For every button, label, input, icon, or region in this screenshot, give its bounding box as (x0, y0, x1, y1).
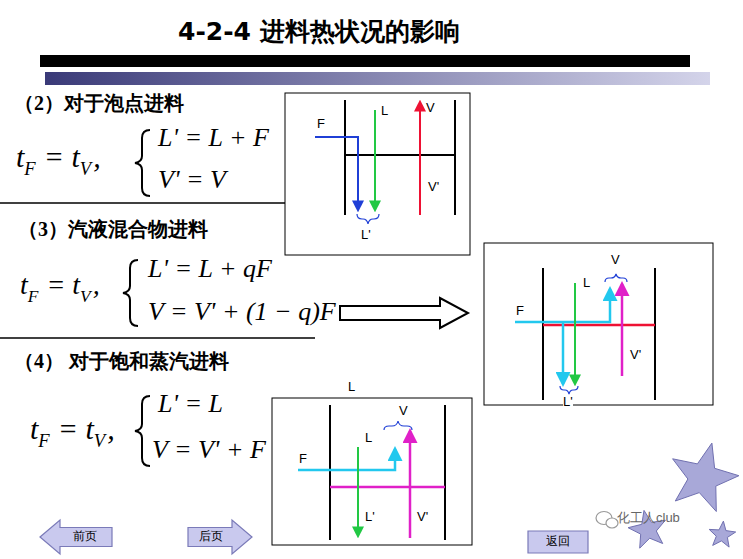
equation-term: = t (46, 270, 80, 301)
stream-label: V (426, 101, 435, 115)
equation-term: , (93, 270, 100, 301)
stream-label: F (516, 304, 524, 318)
stream-label: F (299, 452, 307, 466)
stream-label: L (583, 276, 590, 290)
nav-button: 后页 (188, 520, 252, 554)
equation-term: V' = V (158, 166, 226, 195)
stream-label: F (317, 117, 325, 131)
watermark-icon (596, 512, 618, 529)
equation-row: tF= tV, (20, 270, 100, 301)
stream-label: V' (630, 348, 641, 362)
header-gradient-bar (45, 72, 710, 85)
stream-label: V (399, 404, 408, 418)
stream-label: L' (365, 510, 375, 524)
watermark: 化工人club (617, 511, 680, 525)
slide-title: 4-2-4 进料热状况的影响 (178, 18, 460, 46)
equation-term: t (16, 140, 24, 173)
stream-label: V (611, 253, 620, 267)
equation-term: t (20, 270, 28, 301)
equation-brace (135, 396, 150, 466)
subscript: V (80, 287, 91, 306)
equation-term: = t (58, 412, 94, 445)
stream-label: L (381, 104, 388, 118)
section-heading: （2）对于泡点进料 (14, 92, 184, 114)
equation-term: L' = L + F (158, 124, 269, 153)
divider-line (0, 202, 285, 204)
equation-term: V = V' + (1 − q)F (148, 298, 336, 327)
subscript: F (38, 431, 49, 451)
section-heading: （4） 对于饱和蒸汽进料 (14, 350, 229, 372)
header-bar (40, 55, 690, 67)
button-label: 前页 (73, 530, 97, 543)
equation-term: , (93, 140, 101, 173)
equation-term: L' = L + qF (148, 255, 272, 284)
section-heading: （3）汽液混合物进料 (18, 218, 208, 240)
feed-plate-figure (484, 243, 713, 405)
equation-brace (135, 130, 150, 196)
equation-row: tF= tV, (30, 412, 115, 445)
decorative-stars (628, 443, 739, 548)
stream-label: V' (428, 180, 439, 194)
equation-term: L' = L (158, 390, 223, 419)
subscript: F (28, 287, 39, 306)
button-label: 返回 (546, 535, 570, 548)
equation-term: V = V' + F (152, 436, 266, 465)
stream-label: L' (563, 395, 573, 409)
equation-term: , (107, 412, 115, 445)
subscript: V (80, 159, 91, 179)
stream-label: L' (361, 228, 371, 242)
nav-button: 前页 (40, 520, 112, 554)
subscript: V (94, 431, 105, 451)
stream-label: L (365, 431, 372, 445)
equation-row: tF= tV, (16, 140, 101, 173)
hollow-arrow (340, 298, 468, 328)
equation-brace (123, 260, 138, 326)
stream-label: L (348, 380, 355, 394)
feed-plate-figure (285, 93, 470, 255)
equation-term: t (30, 412, 38, 445)
button-label: 后页 (199, 530, 223, 543)
equation-term: = t (44, 140, 80, 173)
subscript: F (24, 159, 35, 179)
stream-label: V' (417, 510, 428, 524)
feed-plate-figure (272, 398, 472, 545)
nav-button: 返回 (528, 531, 588, 553)
divider-line (0, 337, 315, 339)
